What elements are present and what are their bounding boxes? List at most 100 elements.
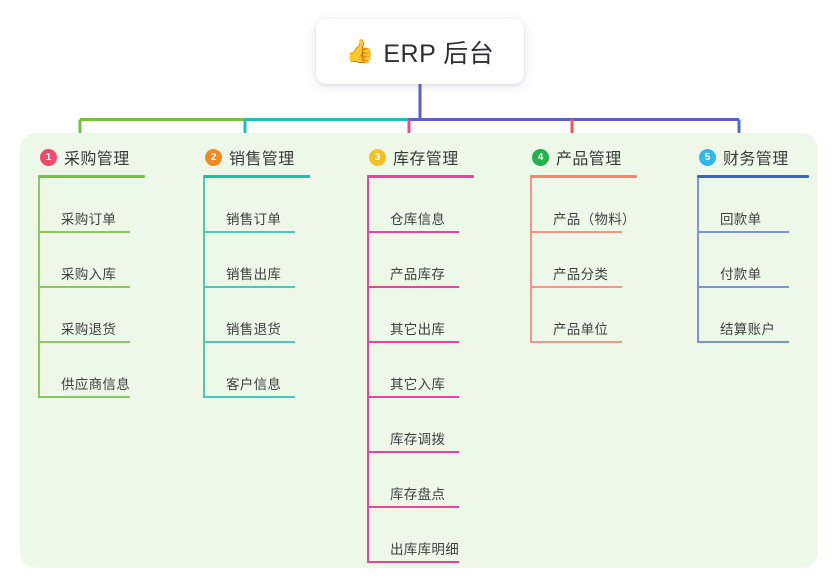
leaf-item[interactable]: 库存调拨 — [367, 398, 474, 453]
branch-number-badge: 1 — [40, 148, 57, 166]
leaf-underline — [697, 286, 789, 288]
branch-title: 财务管理 — [723, 151, 789, 168]
leaf-item-label: 回款单 — [720, 212, 762, 227]
leaf-item[interactable]: 出库库明细 — [367, 508, 474, 563]
leaf-item[interactable]: 客户信息 — [203, 343, 310, 398]
leaf-underline — [203, 396, 295, 398]
thumbs-up-icon: 👍 — [345, 38, 375, 64]
leaf-item[interactable]: 仓库信息 — [367, 178, 474, 233]
leaf-spine — [530, 178, 532, 343]
branch-column-3: 3 库存管理仓库信息产品库存其它出库其它入库库存调拨库存盘点出库库明细 — [367, 145, 474, 563]
leaf-underline — [203, 286, 295, 288]
leaf-spine — [203, 178, 205, 398]
leaf-underline — [203, 341, 295, 343]
leaf-item-label: 采购退货 — [61, 322, 117, 337]
leaf-item[interactable]: 产品分类 — [530, 233, 637, 288]
leaf-underline — [367, 561, 459, 563]
branch-title: 采购管理 — [64, 151, 130, 168]
leaf-item[interactable]: 产品（物料） — [530, 178, 637, 233]
branch-number-badge: 3 — [369, 148, 386, 166]
leaf-item[interactable]: 其它入库 — [367, 343, 474, 398]
leaf-underline — [697, 231, 789, 233]
leaf-item[interactable]: 其它出库 — [367, 288, 474, 343]
leaf-item-label: 库存调拨 — [390, 432, 446, 447]
branch-header-2[interactable]: 2 销售管理 — [203, 145, 310, 169]
leaf-underline — [38, 396, 130, 398]
leaf-underline — [530, 341, 622, 343]
branch-header-4[interactable]: 4 产品管理 — [530, 145, 637, 169]
branch-number-badge: 2 — [205, 148, 222, 166]
branch-number-badge: 4 — [532, 148, 549, 166]
leaf-item[interactable]: 产品库存 — [367, 233, 474, 288]
branch-header-3[interactable]: 3 库存管理 — [367, 145, 474, 169]
root-node-card[interactable]: 👍 ERP 后台 — [316, 19, 524, 84]
leaf-item[interactable]: 销售出库 — [203, 233, 310, 288]
leaf-item[interactable]: 采购订单 — [38, 178, 145, 233]
leaf-underline — [203, 231, 295, 233]
branch-leaf-list: 产品（物料） 产品分类产品单位 — [530, 178, 637, 343]
branch-underline — [530, 175, 637, 178]
leaf-item-label: 仓库信息 — [390, 212, 446, 227]
leaf-item-label: 结算账户 — [720, 322, 776, 337]
leaf-item-label: 产品单位 — [553, 322, 609, 337]
leaf-item[interactable]: 销售订单 — [203, 178, 310, 233]
leaf-item-label: 产品（物料） — [553, 212, 636, 227]
branch-leaf-list: 仓库信息产品库存其它出库其它入库库存调拨库存盘点出库库明细 — [367, 178, 474, 563]
branch-column-4: 4 产品管理产品（物料） 产品分类产品单位 — [530, 145, 637, 343]
branch-underline — [38, 175, 145, 178]
branch-underline — [367, 175, 474, 178]
leaf-item-label: 采购订单 — [61, 212, 117, 227]
branch-title: 产品管理 — [556, 151, 622, 168]
leaf-item-label: 其它入库 — [390, 377, 446, 392]
leaf-spine — [367, 178, 369, 563]
leaf-item[interactable]: 产品单位 — [530, 288, 637, 343]
branch-header-1[interactable]: 1 采购管理 — [38, 145, 145, 169]
leaf-underline — [38, 231, 130, 233]
branch-header-5[interactable]: 5 财务管理 — [697, 145, 809, 169]
branch-column-5: 5 财务管理回款单付款单结算账户 — [697, 145, 809, 343]
leaf-item-label: 销售订单 — [226, 212, 282, 227]
branch-column-2: 2 销售管理销售订单销售出库销售退货客户信息 — [203, 145, 310, 398]
branch-column-1: 1 采购管理采购订单采购入库采购退货供应商信息 — [38, 145, 145, 398]
leaf-item-label: 供应商信息 — [61, 377, 130, 392]
leaf-item-label: 产品分类 — [553, 267, 609, 282]
branch-number-badge: 5 — [699, 148, 716, 166]
leaf-item-label: 付款单 — [720, 267, 762, 282]
leaf-underline — [367, 396, 459, 398]
branch-leaf-list: 回款单付款单结算账户 — [697, 178, 809, 343]
leaf-item[interactable]: 付款单 — [697, 233, 809, 288]
branch-underline — [203, 175, 310, 178]
leaf-item[interactable]: 结算账户 — [697, 288, 809, 343]
leaf-item[interactable]: 库存盘点 — [367, 453, 474, 508]
root-node-label: ERP 后台 — [383, 39, 495, 68]
leaf-spine — [697, 178, 699, 343]
leaf-underline — [367, 231, 459, 233]
leaf-underline — [367, 286, 459, 288]
leaf-item-label: 采购入库 — [61, 267, 117, 282]
leaf-underline — [367, 506, 459, 508]
leaf-item[interactable]: 销售退货 — [203, 288, 310, 343]
leaf-underline — [530, 286, 622, 288]
branch-title: 销售管理 — [229, 151, 295, 168]
branch-underline — [697, 175, 809, 178]
leaf-item[interactable]: 供应商信息 — [38, 343, 145, 398]
leaf-item-label: 出库库明细 — [390, 542, 459, 557]
branch-leaf-list: 销售订单销售出库销售退货客户信息 — [203, 178, 310, 398]
branch-title: 库存管理 — [393, 151, 459, 168]
root-node-content: 👍 ERP 后台 — [346, 34, 495, 70]
leaf-underline — [697, 341, 789, 343]
leaf-underline — [530, 231, 622, 233]
leaf-item[interactable]: 采购退货 — [38, 288, 145, 343]
leaf-underline — [38, 341, 130, 343]
leaf-item[interactable]: 回款单 — [697, 178, 809, 233]
leaf-spine — [38, 178, 40, 398]
leaf-item-label: 销售退货 — [226, 322, 282, 337]
leaf-item-label: 产品库存 — [390, 267, 446, 282]
leaf-item-label: 销售出库 — [226, 267, 282, 282]
leaf-underline — [367, 341, 459, 343]
branch-leaf-list: 采购订单采购入库采购退货供应商信息 — [38, 178, 145, 398]
leaf-item-label: 库存盘点 — [390, 487, 446, 502]
leaf-item[interactable]: 采购入库 — [38, 233, 145, 288]
leaf-underline — [38, 286, 130, 288]
leaf-item-label: 客户信息 — [226, 377, 282, 392]
